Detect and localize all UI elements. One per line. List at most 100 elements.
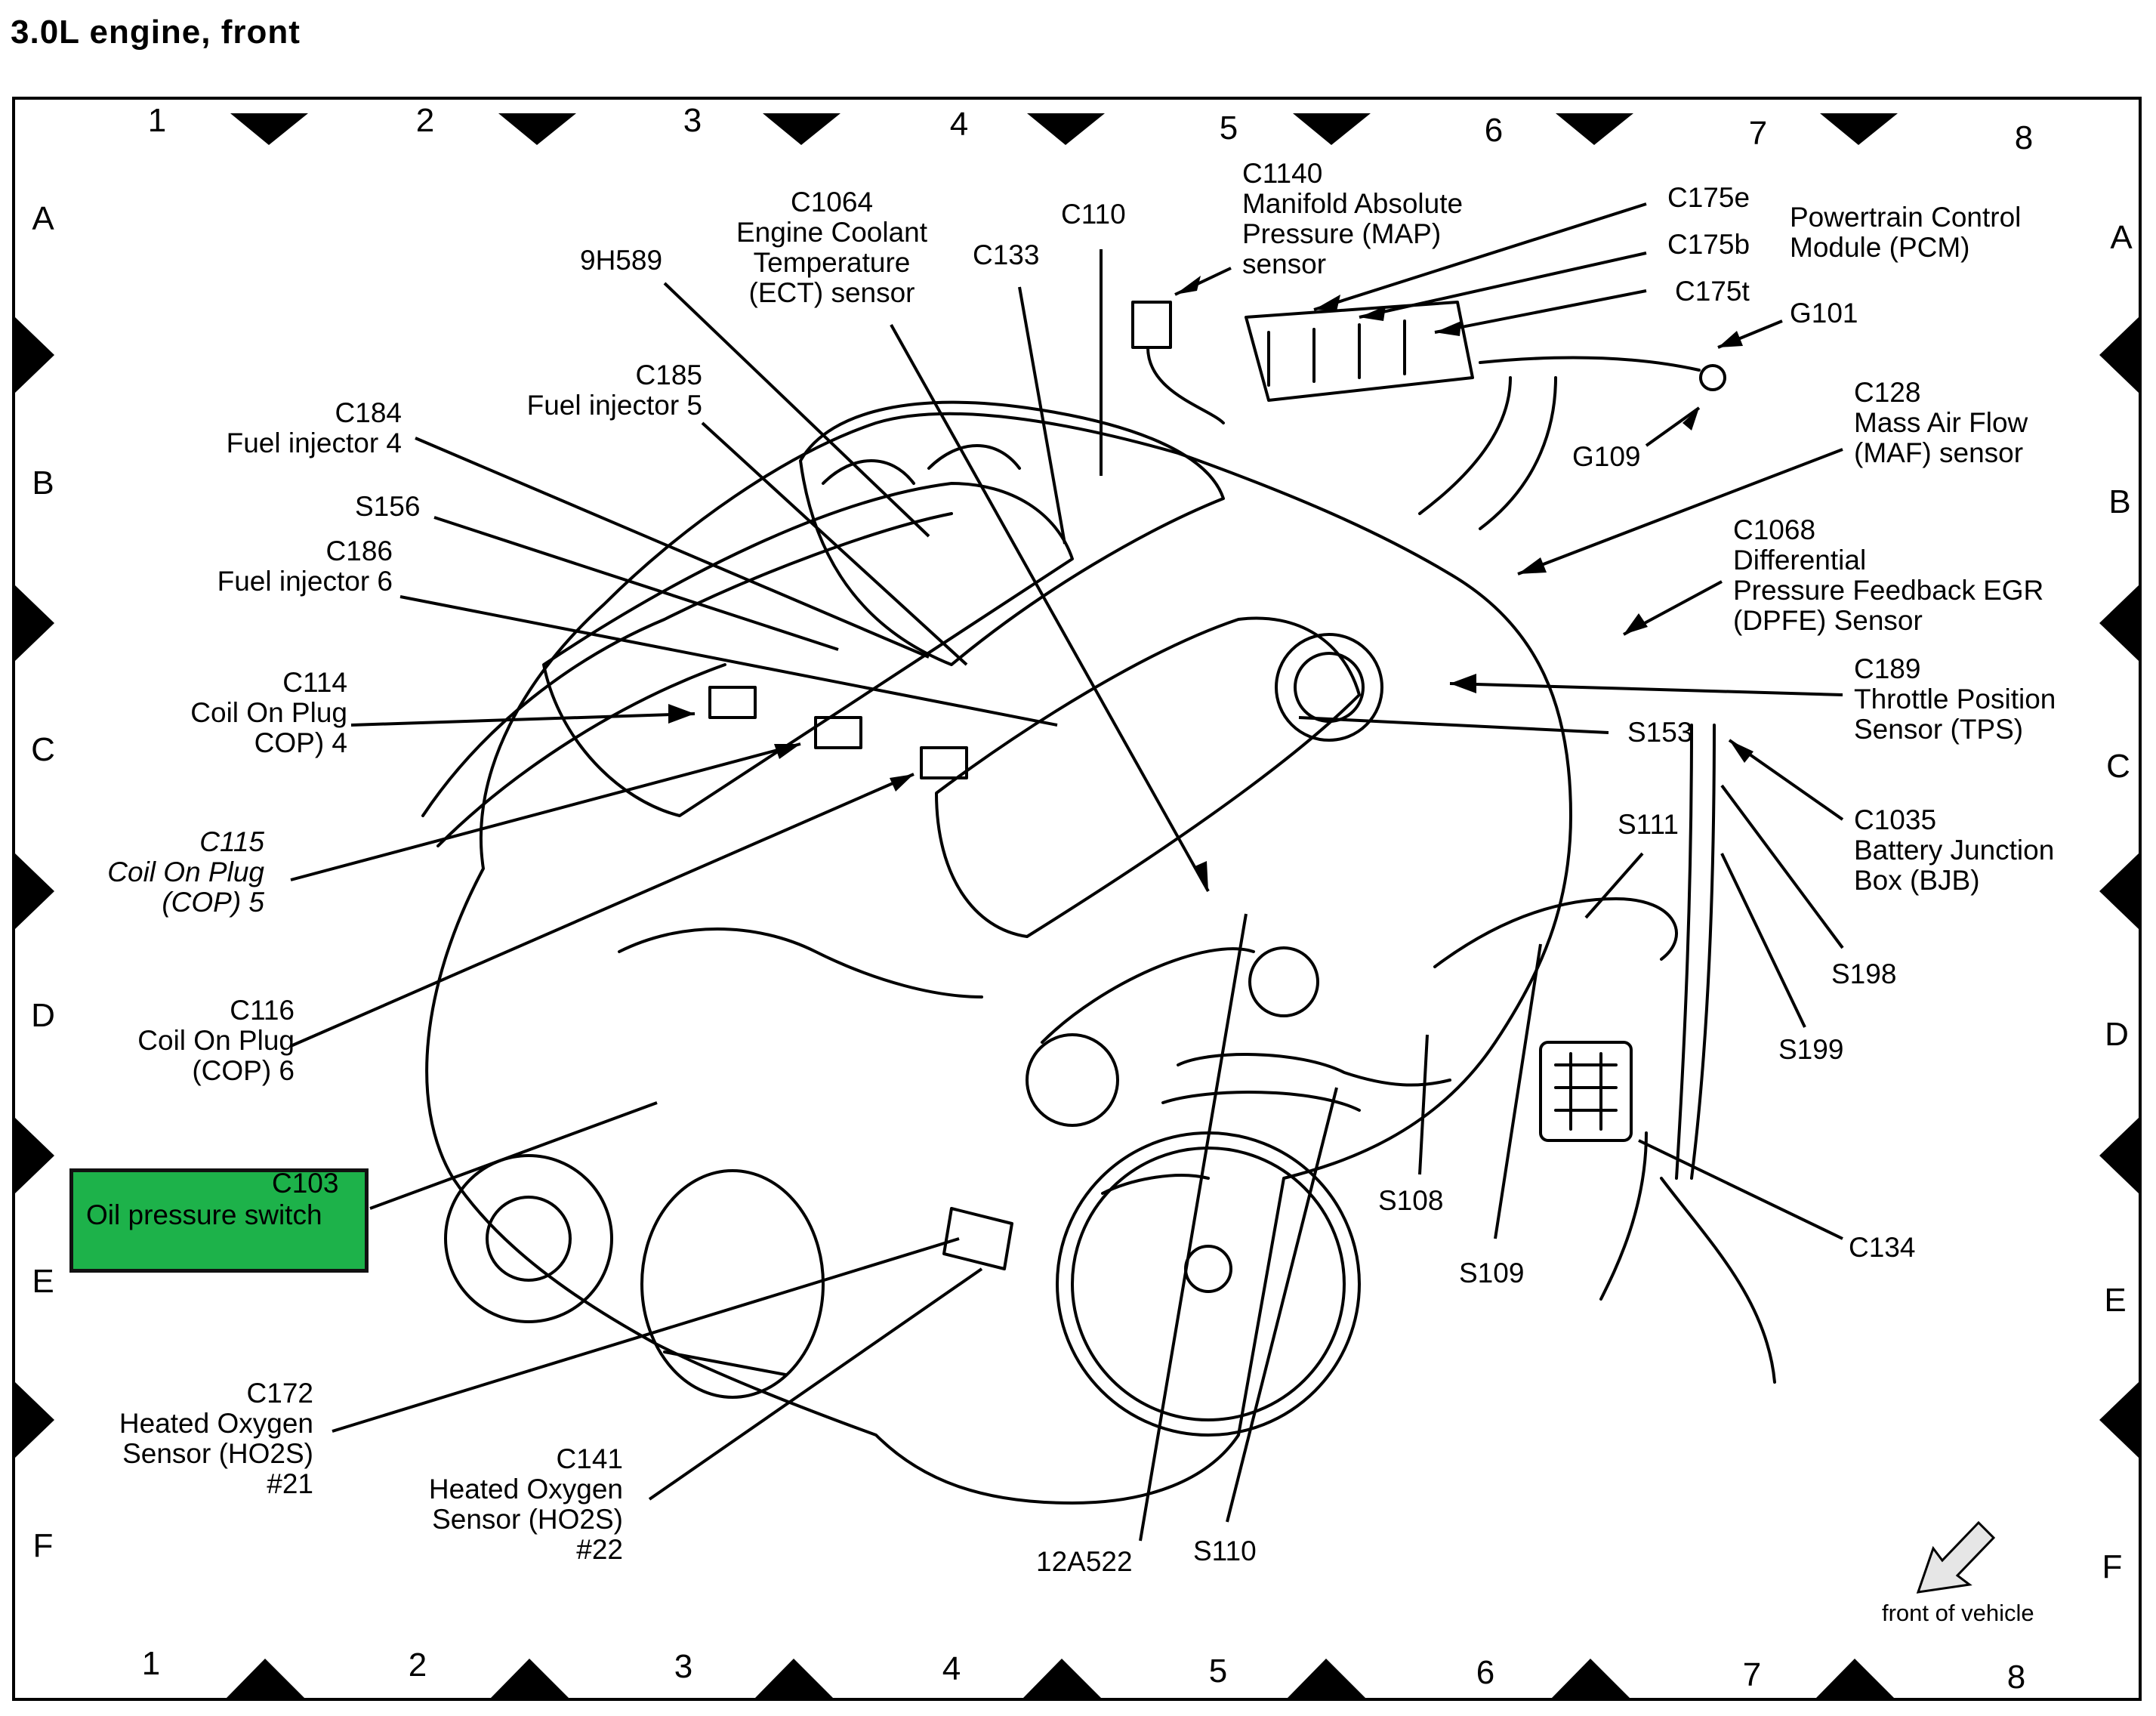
label-12a522: 12A522 — [1036, 1546, 1133, 1577]
left-marker-2 — [15, 585, 54, 661]
connector-c134-grid — [1554, 1052, 1618, 1131]
grid-col-bottom-3: 3 — [674, 1648, 693, 1685]
leader-c134 — [1638, 1139, 1843, 1240]
ac-compressor-hub — [486, 1196, 572, 1282]
diagram-frame — [12, 97, 2142, 1701]
top-marker-4 — [1027, 113, 1105, 145]
leader-c115 — [290, 742, 801, 881]
left-marker-1 — [15, 317, 54, 393]
arrowhead-c116 — [890, 774, 914, 792]
leader-s109 — [1494, 943, 1542, 1239]
label-c1035: C1035 Battery Junction Box (BJB) — [1854, 804, 2055, 896]
leader-c186 — [399, 595, 1058, 727]
label-c1068: C1068 Differential Pressure Feedback EGR… — [1733, 514, 2044, 636]
grid-col-top-1: 1 — [147, 102, 167, 139]
border-markers — [15, 113, 2139, 1698]
grid-row-right-e: E — [2104, 1282, 2127, 1319]
grid-col-top-7: 7 — [1748, 115, 1768, 152]
label-c184: C184 Fuel injector 4 — [226, 397, 402, 458]
label-c172: C172 Heated Oxygen Sensor (HO2S) #21 — [119, 1378, 313, 1499]
arrowhead-c175e — [1314, 295, 1340, 311]
grid-row-left-d: D — [31, 997, 55, 1034]
leader-c128 — [1517, 448, 1843, 576]
front-of-vehicle-arrow-icon — [1916, 1520, 1996, 1594]
intake-manifold — [799, 400, 1225, 666]
arrowhead-c1035 — [1729, 740, 1753, 763]
leader-c172 — [332, 1237, 960, 1433]
top-marker-1 — [230, 113, 308, 145]
label-c103-name: Oil pressure switch — [86, 1199, 322, 1230]
engine-outline — [425, 412, 1572, 1505]
bottom-marker-5 — [1288, 1659, 1365, 1698]
bottom-marker-1 — [227, 1659, 304, 1698]
leader-s199 — [1720, 853, 1806, 1028]
map-sensor — [1131, 301, 1172, 349]
grid-col-top-4: 4 — [949, 106, 969, 143]
leader-g109 — [1645, 406, 1701, 447]
leader-lines — [290, 202, 1844, 1542]
leader-c116 — [290, 773, 915, 1048]
idler-pulley — [1248, 946, 1319, 1017]
leader-c1064 — [890, 324, 1210, 892]
leader-s110 — [1226, 1087, 1338, 1523]
grid-col-top-3: 3 — [683, 102, 702, 139]
label-c128: C128 Mass Air Flow (MAF) sensor — [1854, 377, 2028, 468]
leader-s198 — [1720, 784, 1844, 949]
arrowhead-c1140 — [1175, 276, 1201, 295]
grid-row-right-d: D — [2105, 1016, 2129, 1053]
label-s153: S153 — [1627, 717, 1693, 748]
label-s108: S108 — [1378, 1185, 1444, 1216]
label-c175e: C175e — [1667, 182, 1750, 213]
page-title: 3.0L engine, front — [11, 14, 301, 51]
arrowhead-c128 — [1518, 557, 1547, 574]
leader-s108 — [1418, 1034, 1429, 1175]
pcm-body — [1245, 301, 1474, 402]
label-g109: G109 — [1572, 441, 1641, 472]
grid-col-top-2: 2 — [415, 102, 435, 139]
coil-connector-4 — [708, 686, 757, 719]
grid-row-left-e: E — [32, 1263, 54, 1300]
leader-c141 — [648, 1267, 983, 1501]
grid-col-bottom-8: 8 — [2006, 1659, 2026, 1696]
grid-col-bottom-6: 6 — [1476, 1654, 1495, 1691]
ground-stud — [1699, 364, 1726, 391]
leader-c103 — [369, 1101, 658, 1210]
leader-c175t — [1434, 289, 1647, 334]
arrowhead-c175b — [1359, 306, 1386, 321]
leader-c114 — [350, 712, 696, 727]
oxygen-sensor-plug — [942, 1207, 1013, 1270]
label-c175t: C175t — [1675, 276, 1750, 307]
leader-c184 — [415, 437, 930, 659]
flywheel-hub — [1184, 1245, 1232, 1293]
map-sensor-harness — [1146, 346, 1225, 424]
label-c189: C189 Throttle Position Sensor (TPS) — [1854, 653, 2056, 745]
coolant-hose-3 — [1101, 1174, 1210, 1195]
grid-row-right-b: B — [2108, 483, 2131, 520]
grid-row-left-c: C — [31, 731, 55, 768]
label-g101: G101 — [1790, 298, 1858, 329]
throttle-body — [1275, 633, 1383, 742]
valve-cover-right — [935, 616, 1361, 938]
ac-compressor — [444, 1154, 613, 1323]
intake-runner-2 — [927, 444, 1021, 470]
battery-cable-2 — [1675, 724, 1693, 1180]
leader-c189 — [1449, 682, 1843, 696]
drive-belt — [1041, 947, 1255, 1044]
label-pcm: Powertrain Control Module (PCM) — [1790, 202, 2022, 263]
coil-connector-6 — [920, 746, 968, 779]
oil-pressure-switch-highlight[interactable] — [69, 1168, 369, 1273]
ground-cable — [1479, 356, 1701, 372]
top-marker-2 — [498, 113, 576, 145]
leader-12a522 — [1139, 913, 1248, 1542]
label-s111: S111 — [1618, 809, 1679, 840]
right-marker-2 — [2099, 585, 2139, 661]
grid-row-right-a: A — [2110, 219, 2133, 256]
bottom-marker-2 — [491, 1659, 569, 1698]
coil-connector-5 — [814, 716, 862, 749]
left-marker-4 — [15, 1118, 54, 1193]
coolant-hose-2 — [1161, 1091, 1361, 1112]
engine-drawing — [421, 301, 1776, 1505]
label-9h589: 9H589 — [580, 245, 663, 276]
bottom-marker-4 — [1023, 1659, 1101, 1698]
